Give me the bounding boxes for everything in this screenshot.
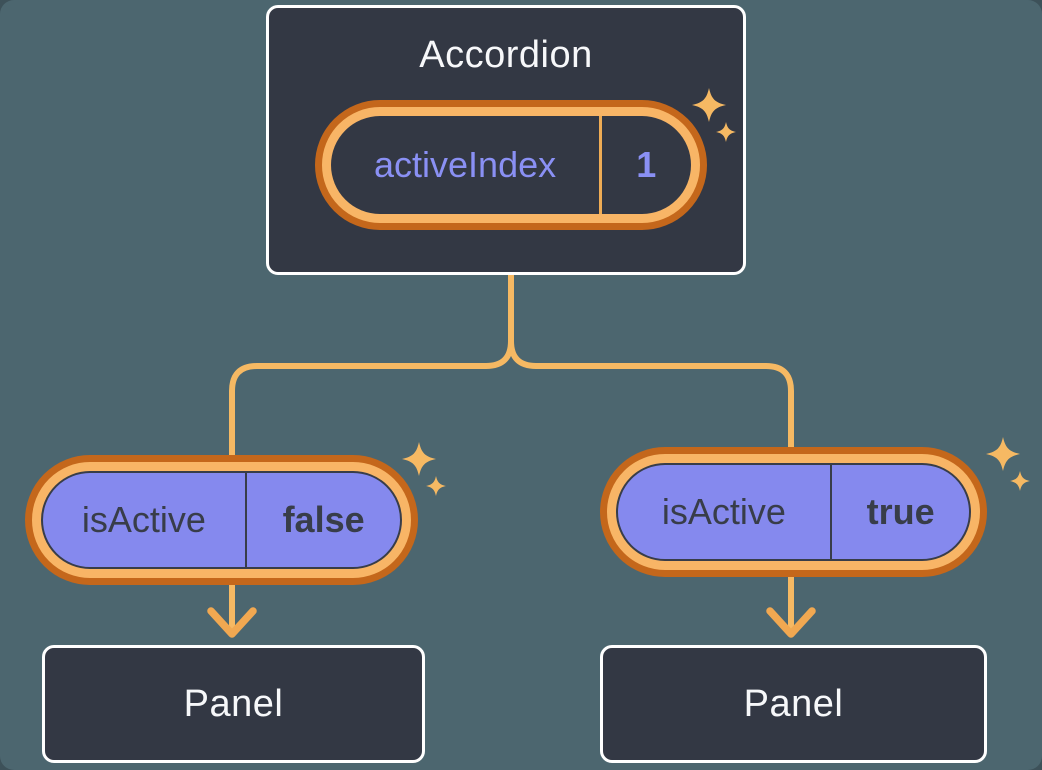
prop-pill-body: isActive false <box>41 471 402 569</box>
sparkle-icon <box>402 442 446 496</box>
sparkle-icon <box>692 88 736 142</box>
sparkle-icon <box>986 437 1030 491</box>
panel-node-left: Panel <box>42 645 425 763</box>
prop-value: true <box>866 491 935 532</box>
panel-node-right: Panel <box>600 645 987 763</box>
prop-name: isActive <box>81 499 206 540</box>
state-value: 1 <box>636 144 657 185</box>
arrowhead-left <box>207 607 257 638</box>
branch-left-line <box>229 338 514 629</box>
panel-title: Panel <box>183 682 284 725</box>
prop-pill-divider <box>829 465 833 559</box>
panel-title: Panel <box>743 682 844 725</box>
prop-pill-isactive-true: isActive true <box>600 447 987 577</box>
state-name: activeIndex <box>374 144 557 185</box>
accordion-title: Accordion <box>419 34 593 76</box>
arrowhead-right <box>766 607 816 638</box>
prop-pill-isactive-false: isActive false <box>25 455 418 585</box>
state-pill-divider <box>599 116 602 214</box>
prop-pill-divider <box>244 473 248 567</box>
branch-right-line <box>508 338 794 629</box>
state-pill: activeIndex 1 <box>315 100 707 230</box>
prop-pill-body: isActive true <box>616 463 971 561</box>
state-pill-body: activeIndex 1 <box>331 116 691 214</box>
prop-name: isActive <box>661 491 786 532</box>
prop-value: false <box>282 499 365 540</box>
